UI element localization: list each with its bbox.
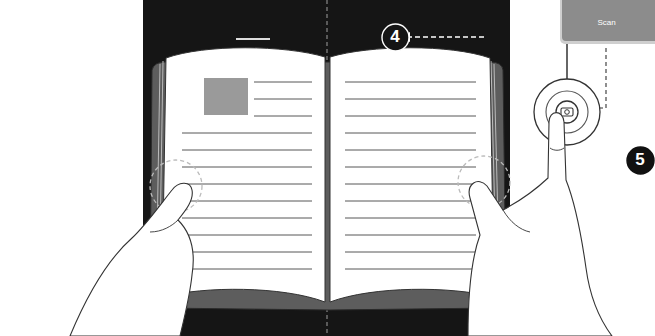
text-line (182, 235, 312, 236)
text-line (182, 218, 312, 219)
dashed-arrow (408, 36, 484, 37)
page-picture (204, 78, 248, 115)
text-line (254, 82, 312, 83)
text-line (182, 269, 312, 270)
text-line (182, 252, 312, 253)
button-label: Scan (597, 19, 615, 28)
text-line (182, 150, 312, 151)
foot-pedal (534, 79, 600, 145)
callout-number: 4 (390, 28, 399, 47)
text-line (345, 167, 476, 168)
text-line (254, 99, 312, 100)
text-line (345, 201, 476, 202)
text-line (345, 116, 476, 117)
text-line (345, 269, 476, 270)
text-line (345, 150, 476, 151)
leader-line (600, 48, 606, 108)
hand-line (503, 148, 564, 232)
scan-area (143, 0, 510, 336)
text-line (182, 184, 312, 185)
text-line (182, 167, 312, 168)
text-line (345, 218, 476, 219)
text-line (345, 184, 476, 185)
right-page (330, 48, 494, 302)
text-line (345, 235, 476, 236)
text-line (254, 116, 312, 117)
callout-number: 5 (635, 151, 644, 170)
text-line (345, 82, 476, 83)
text-line (345, 133, 476, 134)
text-line (182, 133, 312, 134)
marker (236, 38, 270, 40)
text-line (345, 252, 476, 253)
camera-icon (561, 108, 573, 116)
text-lines (182, 82, 476, 269)
step-number: 4 (381, 23, 410, 52)
hand-line (150, 220, 178, 232)
text-line (345, 99, 476, 100)
button-face (562, 0, 655, 41)
step-number: 5 (626, 146, 655, 175)
right-hand (468, 113, 612, 336)
circle (627, 147, 654, 174)
circle (382, 24, 409, 51)
scan-button: Scan (558, 0, 655, 46)
left-hand (70, 183, 193, 336)
camera-lens (565, 110, 570, 115)
text-line (182, 201, 312, 202)
